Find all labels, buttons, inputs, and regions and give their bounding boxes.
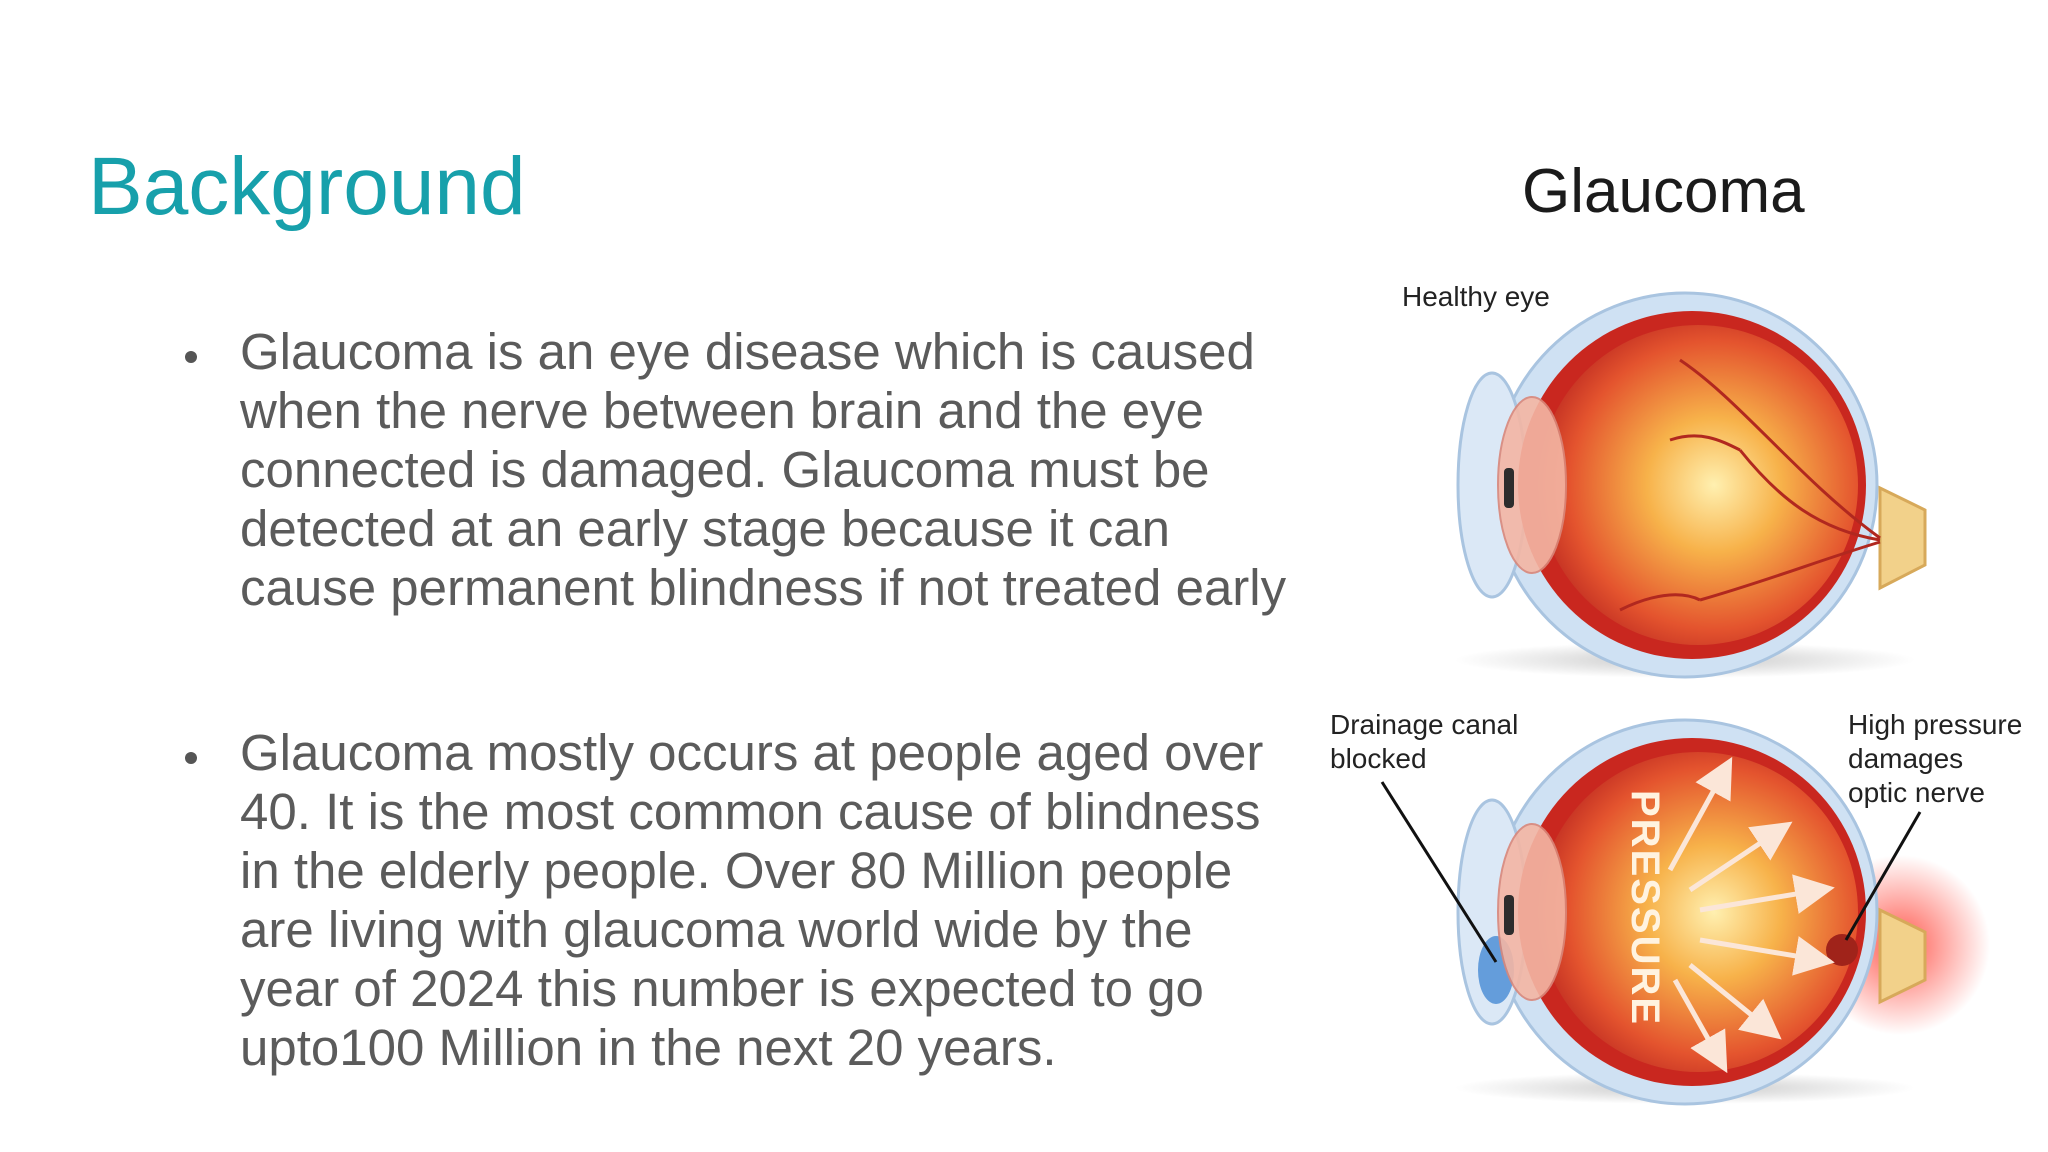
pressure-label-line3: optic nerve [1848,777,1985,808]
healthy-eye-label: Healthy eye [1402,281,1550,312]
slide-title: Background [88,141,526,232]
drainage-label-line2: blocked [1330,743,1427,774]
pressure-arrows [1667,756,1835,1074]
pressure-label-line2: damages [1848,743,1963,774]
pressure-word: PRESSURE [1623,790,1667,1026]
bullet-text: Glaucoma mostly occurs at people aged ov… [240,724,1264,1076]
drainage-label-line1: Drainage canal [1330,709,1518,740]
bullet-text: Glaucoma is an eye disease which is caus… [240,323,1287,616]
glaucoma-illustration: Glaucoma Healthy eye [1320,150,2048,1110]
healthy-eye: Healthy eye [1402,281,1927,679]
glaucoma-eye: Drainage canal blocked High pressure dam… [1330,709,2022,1106]
figure-title: Glaucoma [1522,157,1805,226]
bullet-dot-icon [185,752,197,764]
pressure-label-line1: High pressure [1848,709,2022,740]
glaucoma-diagram: Glaucoma Healthy eye [1330,157,2022,1106]
pressure-pointer-line [1844,811,1922,941]
drainage-pointer-line [1380,781,1498,963]
bullet-dot-icon [185,351,197,363]
